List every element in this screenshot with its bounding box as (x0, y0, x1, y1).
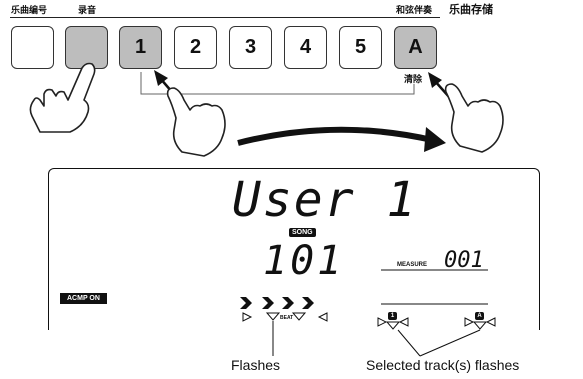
chord-accompaniment-label: 和弦伴奏 (396, 6, 433, 16)
song-memory-label: 乐曲存储 (449, 3, 493, 16)
triangle-indicator-icon (242, 312, 328, 322)
track-a-indicator-badge: A (475, 312, 484, 320)
song-number-button[interactable] (11, 26, 54, 69)
track-4-button[interactable]: 4 (284, 26, 327, 69)
caption-pointers (272, 321, 481, 357)
track-1-button[interactable]: 1 (119, 26, 162, 69)
flashes-caption: Flashes (231, 357, 281, 373)
beat-chevron-icon (240, 297, 314, 309)
track-5-button[interactable]: 5 (339, 26, 382, 69)
record-label: 录音 (78, 6, 97, 16)
track-1-indicator-badge: 1 (388, 312, 397, 320)
selected-tracks-caption: Selected track(s) flashes (366, 357, 520, 373)
song-number-display: 101 (263, 238, 345, 284)
measure-label: MEASURE (397, 262, 428, 268)
display-main-text: User 1 (232, 172, 418, 228)
hand-pointer-icon (444, 83, 504, 153)
acmp-on-badge: ACMP ON (60, 293, 107, 304)
header-divider (10, 17, 440, 18)
track-bracket (140, 72, 415, 95)
hand-pointer-icon (29, 62, 96, 133)
song-badge: SONG (289, 228, 316, 237)
clear-label: 清除 (404, 75, 423, 85)
lcd-lines (381, 269, 488, 305)
lcd-display (48, 168, 540, 330)
beat-label: BEAT (280, 315, 294, 321)
track-3-button[interactable]: 3 (229, 26, 272, 69)
hand-pointer-icon (166, 87, 226, 157)
triangle-indicator-icon (377, 317, 496, 330)
track-2-button[interactable]: 2 (174, 26, 217, 69)
song-number-label: 乐曲编号 (11, 6, 48, 16)
track-a-button[interactable]: A (394, 26, 437, 69)
curved-arrow-icon (237, 126, 446, 152)
measure-value: 001 (444, 248, 484, 273)
